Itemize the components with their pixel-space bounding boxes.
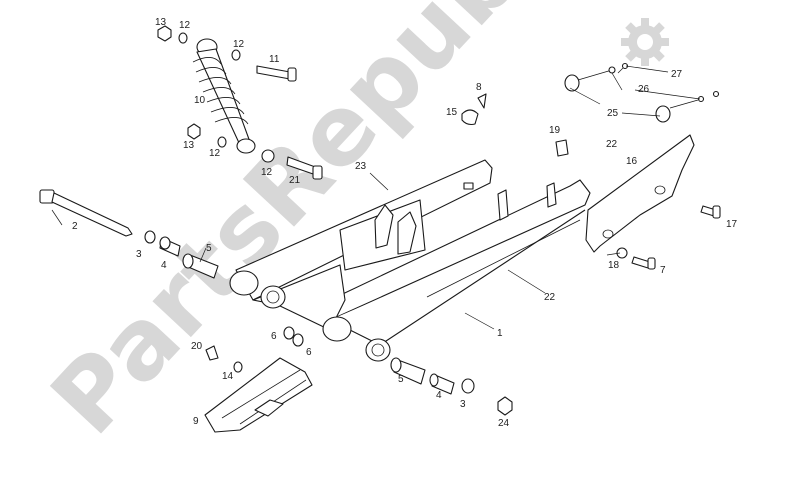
label-13b: 13 — [183, 140, 195, 151]
small-parts-top — [461, 93, 569, 157]
label-17: 17 — [726, 219, 738, 230]
spacer-6b — [292, 333, 304, 347]
screw-20 — [205, 345, 219, 361]
label-27: 27 — [671, 69, 683, 80]
leader-lines — [51, 65, 701, 330]
label-19: 19 — [549, 125, 561, 136]
label-4b: 4 — [436, 390, 442, 401]
guard-bolts — [616, 205, 721, 270]
label-12c: 12 — [209, 148, 221, 159]
label-9: 9 — [193, 416, 199, 427]
nut-13-top — [157, 25, 172, 42]
slider-hardware — [205, 326, 304, 373]
label-3b: 3 — [460, 399, 466, 410]
label-8: 8 — [476, 82, 482, 93]
clip-15 — [461, 109, 479, 126]
washer-12-top — [178, 32, 188, 44]
washer-12-mid — [231, 49, 241, 61]
label-22b: 22 — [544, 292, 556, 303]
label-12a: 12 — [179, 20, 191, 31]
label-16: 16 — [626, 156, 638, 167]
bolt-11 — [256, 65, 291, 80]
label-15: 15 — [446, 107, 458, 118]
label-11: 11 — [269, 54, 280, 65]
label-26: 26 — [638, 84, 650, 95]
washer-12-bottom — [217, 136, 227, 148]
shock-hardware — [157, 25, 323, 180]
label-13a: 13 — [155, 17, 167, 28]
label-21: 21 — [289, 175, 301, 186]
label-14: 14 — [222, 371, 234, 382]
label-25: 25 — [607, 108, 619, 119]
chain-guard — [585, 134, 695, 253]
right-bushings — [390, 357, 513, 416]
left-bushings — [144, 230, 219, 279]
block-19 — [555, 139, 569, 157]
label-3a: 3 — [136, 249, 142, 260]
label-12d: 12 — [261, 167, 273, 178]
label-7: 7 — [660, 265, 666, 276]
gear-icon — [621, 18, 669, 66]
callout-labels: 13 12 12 11 10 13 12 12 21 23 2 3 4 5 8 … — [72, 17, 738, 429]
label-22a: 22 — [606, 139, 618, 150]
label-20: 20 — [191, 341, 203, 352]
label-4a: 4 — [161, 260, 167, 271]
axle-bolt — [39, 189, 133, 237]
label-5a: 5 — [206, 243, 212, 254]
label-5b: 5 — [398, 374, 404, 385]
swingarm — [229, 159, 591, 362]
washer-12-right — [261, 149, 275, 163]
nut-24 — [497, 396, 513, 416]
chain-slider — [204, 357, 313, 433]
label-24: 24 — [498, 418, 510, 429]
label-12b: 12 — [233, 39, 245, 50]
label-6a: 6 — [271, 331, 277, 342]
screw-8 — [477, 93, 487, 109]
label-1: 1 — [497, 328, 503, 339]
label-23: 23 — [355, 161, 367, 172]
label-10: 10 — [194, 95, 206, 106]
shock-absorber — [192, 38, 256, 154]
label-18: 18 — [608, 260, 620, 271]
nut-13-bottom — [187, 123, 201, 140]
label-2: 2 — [72, 221, 78, 232]
spacer-6a — [283, 326, 295, 340]
label-6b: 6 — [306, 347, 312, 358]
washer-14 — [233, 361, 243, 373]
